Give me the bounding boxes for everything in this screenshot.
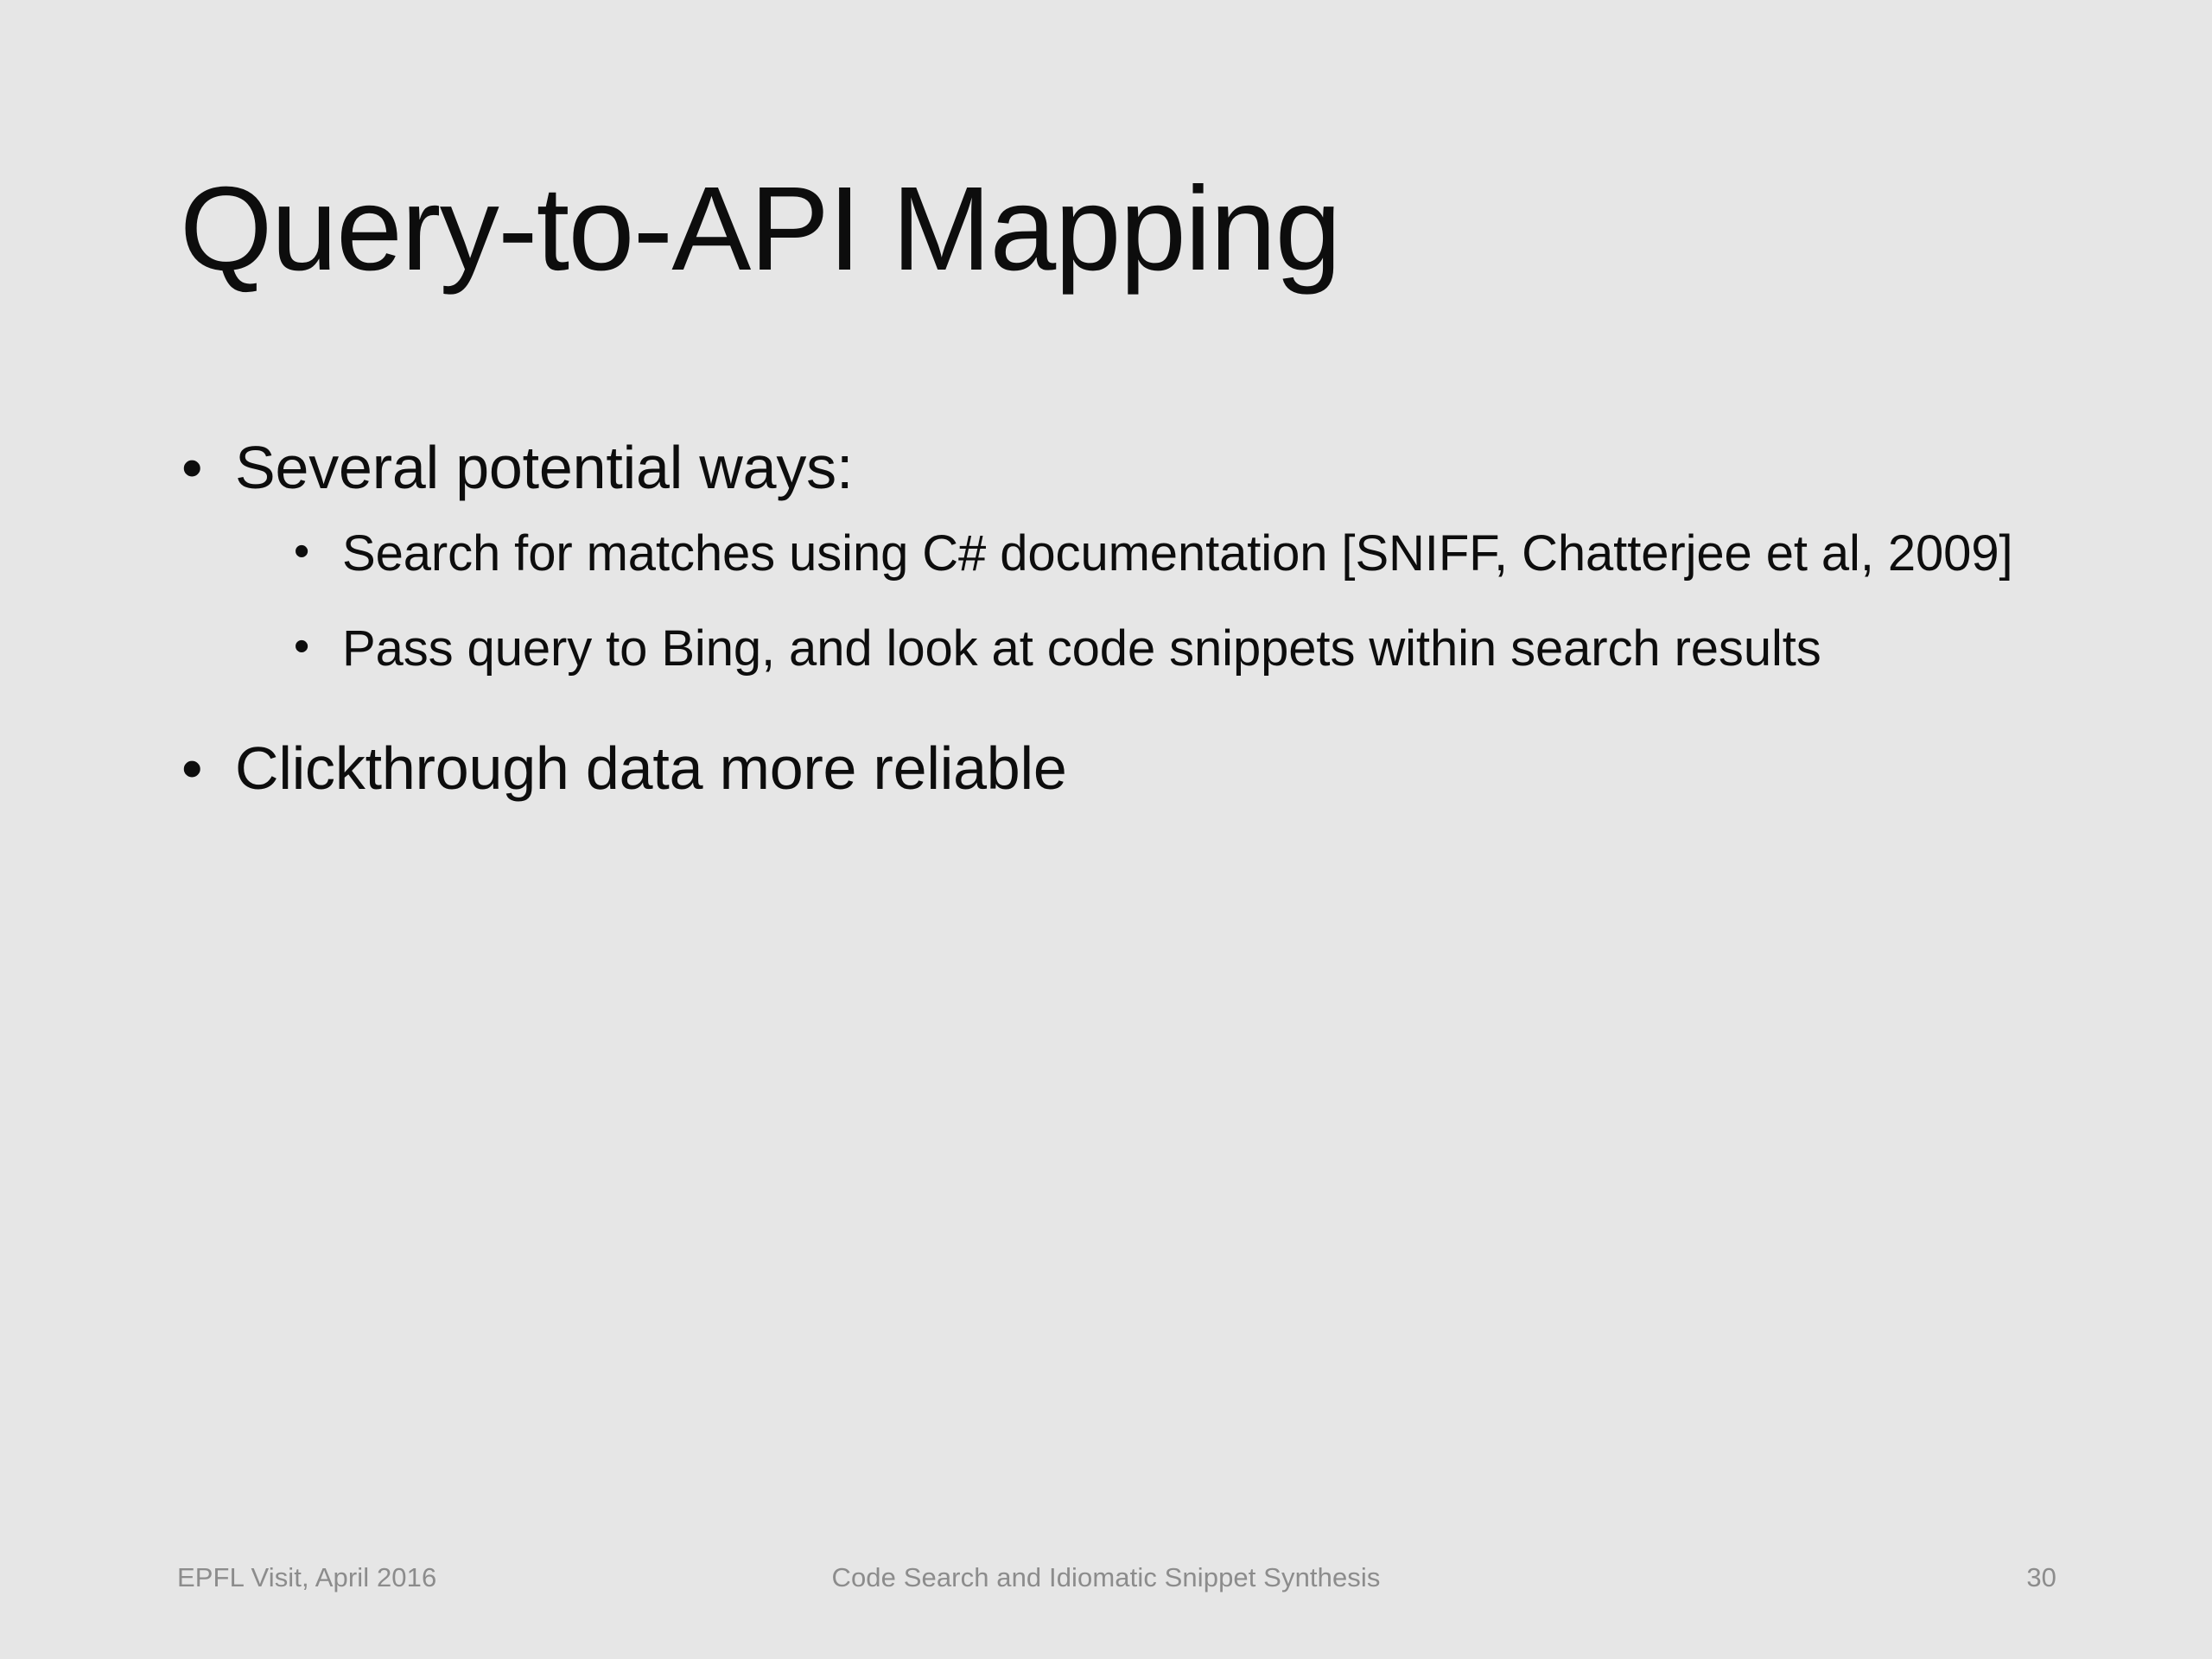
slide-footer: EPFL Visit, April 2016 Code Search and I… (0, 1562, 2212, 1614)
slide-body: • Several potential ways: • Search for m… (180, 432, 2063, 804)
slide-title: Query-to-API Mapping (180, 162, 1341, 296)
bullet-item-level1: • Several potential ways: (180, 432, 2063, 504)
bullet-marker-icon: • (294, 620, 310, 671)
bullet-sublist: • Search for matches using C# documentat… (180, 521, 2063, 681)
bullet-marker-icon: • (294, 526, 310, 577)
bullet-text: Clickthrough data more reliable (235, 734, 1067, 803)
bullet-item-level2: • Search for matches using C# documentat… (292, 521, 2063, 586)
bullet-text: Several potential ways: (235, 434, 854, 501)
footer-presentation-title: Code Search and Idiomatic Snippet Synthe… (831, 1562, 1381, 1592)
slide-number: 30 (2026, 1562, 2056, 1592)
bullet-spacer (180, 698, 2063, 733)
bullet-item-level1: • Clickthrough data more reliable (180, 733, 2063, 804)
bullet-text: Search for matches using C# documentatio… (342, 525, 2013, 582)
bullet-marker-icon: • (181, 434, 203, 501)
bullet-marker-icon: • (181, 734, 203, 803)
footer-event-label: EPFL Visit, April 2016 (177, 1562, 437, 1592)
bullet-item-level2: • Pass query to Bing, and look at code s… (292, 616, 2063, 681)
bullet-text: Pass query to Bing, and look at code sni… (342, 620, 1821, 677)
